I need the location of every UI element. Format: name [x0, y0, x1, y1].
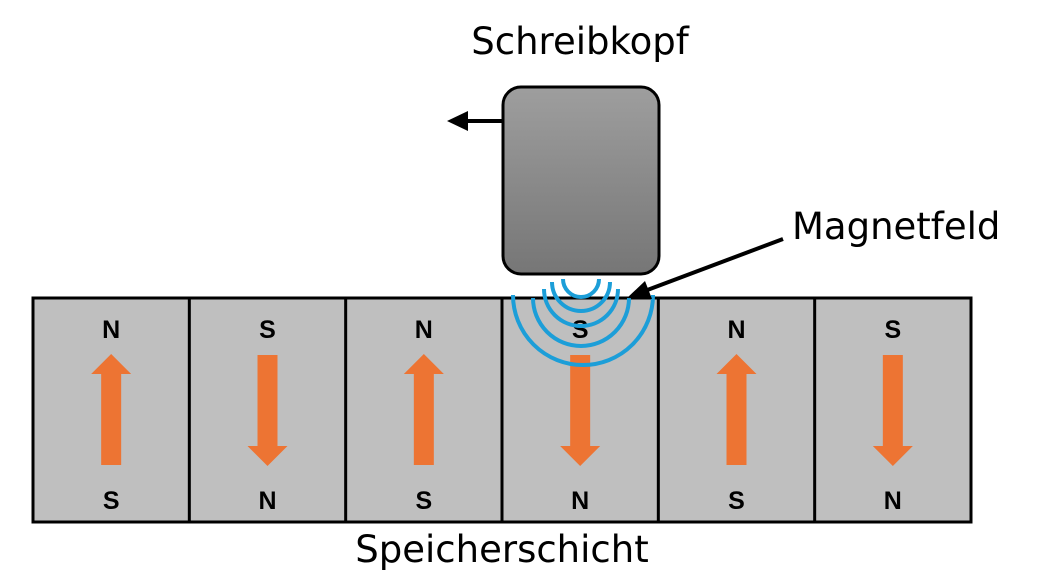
storage-cell: NS — [656, 298, 757, 522]
pole-label-top: S — [884, 316, 901, 344]
storage-cell: SN — [813, 298, 913, 522]
storage-cell: SN — [187, 298, 288, 522]
magnetic-field-label: Magnetfeld — [792, 205, 1000, 248]
pole-label-bottom: S — [728, 487, 745, 515]
pole-label-bottom: S — [103, 487, 120, 515]
arrow-down-icon — [872, 355, 913, 466]
pole-label-top: N — [102, 316, 120, 344]
storage-cell: NS — [91, 316, 132, 515]
pole-label-bottom: S — [415, 487, 432, 515]
pole-label-top: S — [572, 316, 589, 344]
write-head — [501, 85, 661, 276]
motion-arrow-icon — [447, 111, 503, 131]
write-head-label: Schreibkopf — [471, 20, 689, 63]
arrow-up-icon — [403, 354, 444, 465]
pole-label-bottom: N — [571, 487, 589, 515]
magnetic-field-icon — [511, 278, 655, 367]
storage-layer-label: Speicherschicht — [355, 528, 648, 571]
pole-label-bottom: N — [258, 487, 276, 515]
arrow-up-icon — [91, 354, 132, 465]
storage-cell: SN — [500, 298, 601, 522]
arrow-down-icon — [247, 355, 288, 466]
pole-label-bottom: N — [884, 487, 902, 515]
pole-label-top: N — [727, 316, 745, 344]
pole-label-top: N — [415, 316, 433, 344]
storage-cell: NS — [344, 298, 444, 522]
arrow-down-icon — [560, 355, 601, 466]
arrow-up-icon — [716, 354, 757, 465]
field-pointer-arrow-icon — [627, 237, 784, 299]
pole-label-top: S — [259, 316, 276, 344]
